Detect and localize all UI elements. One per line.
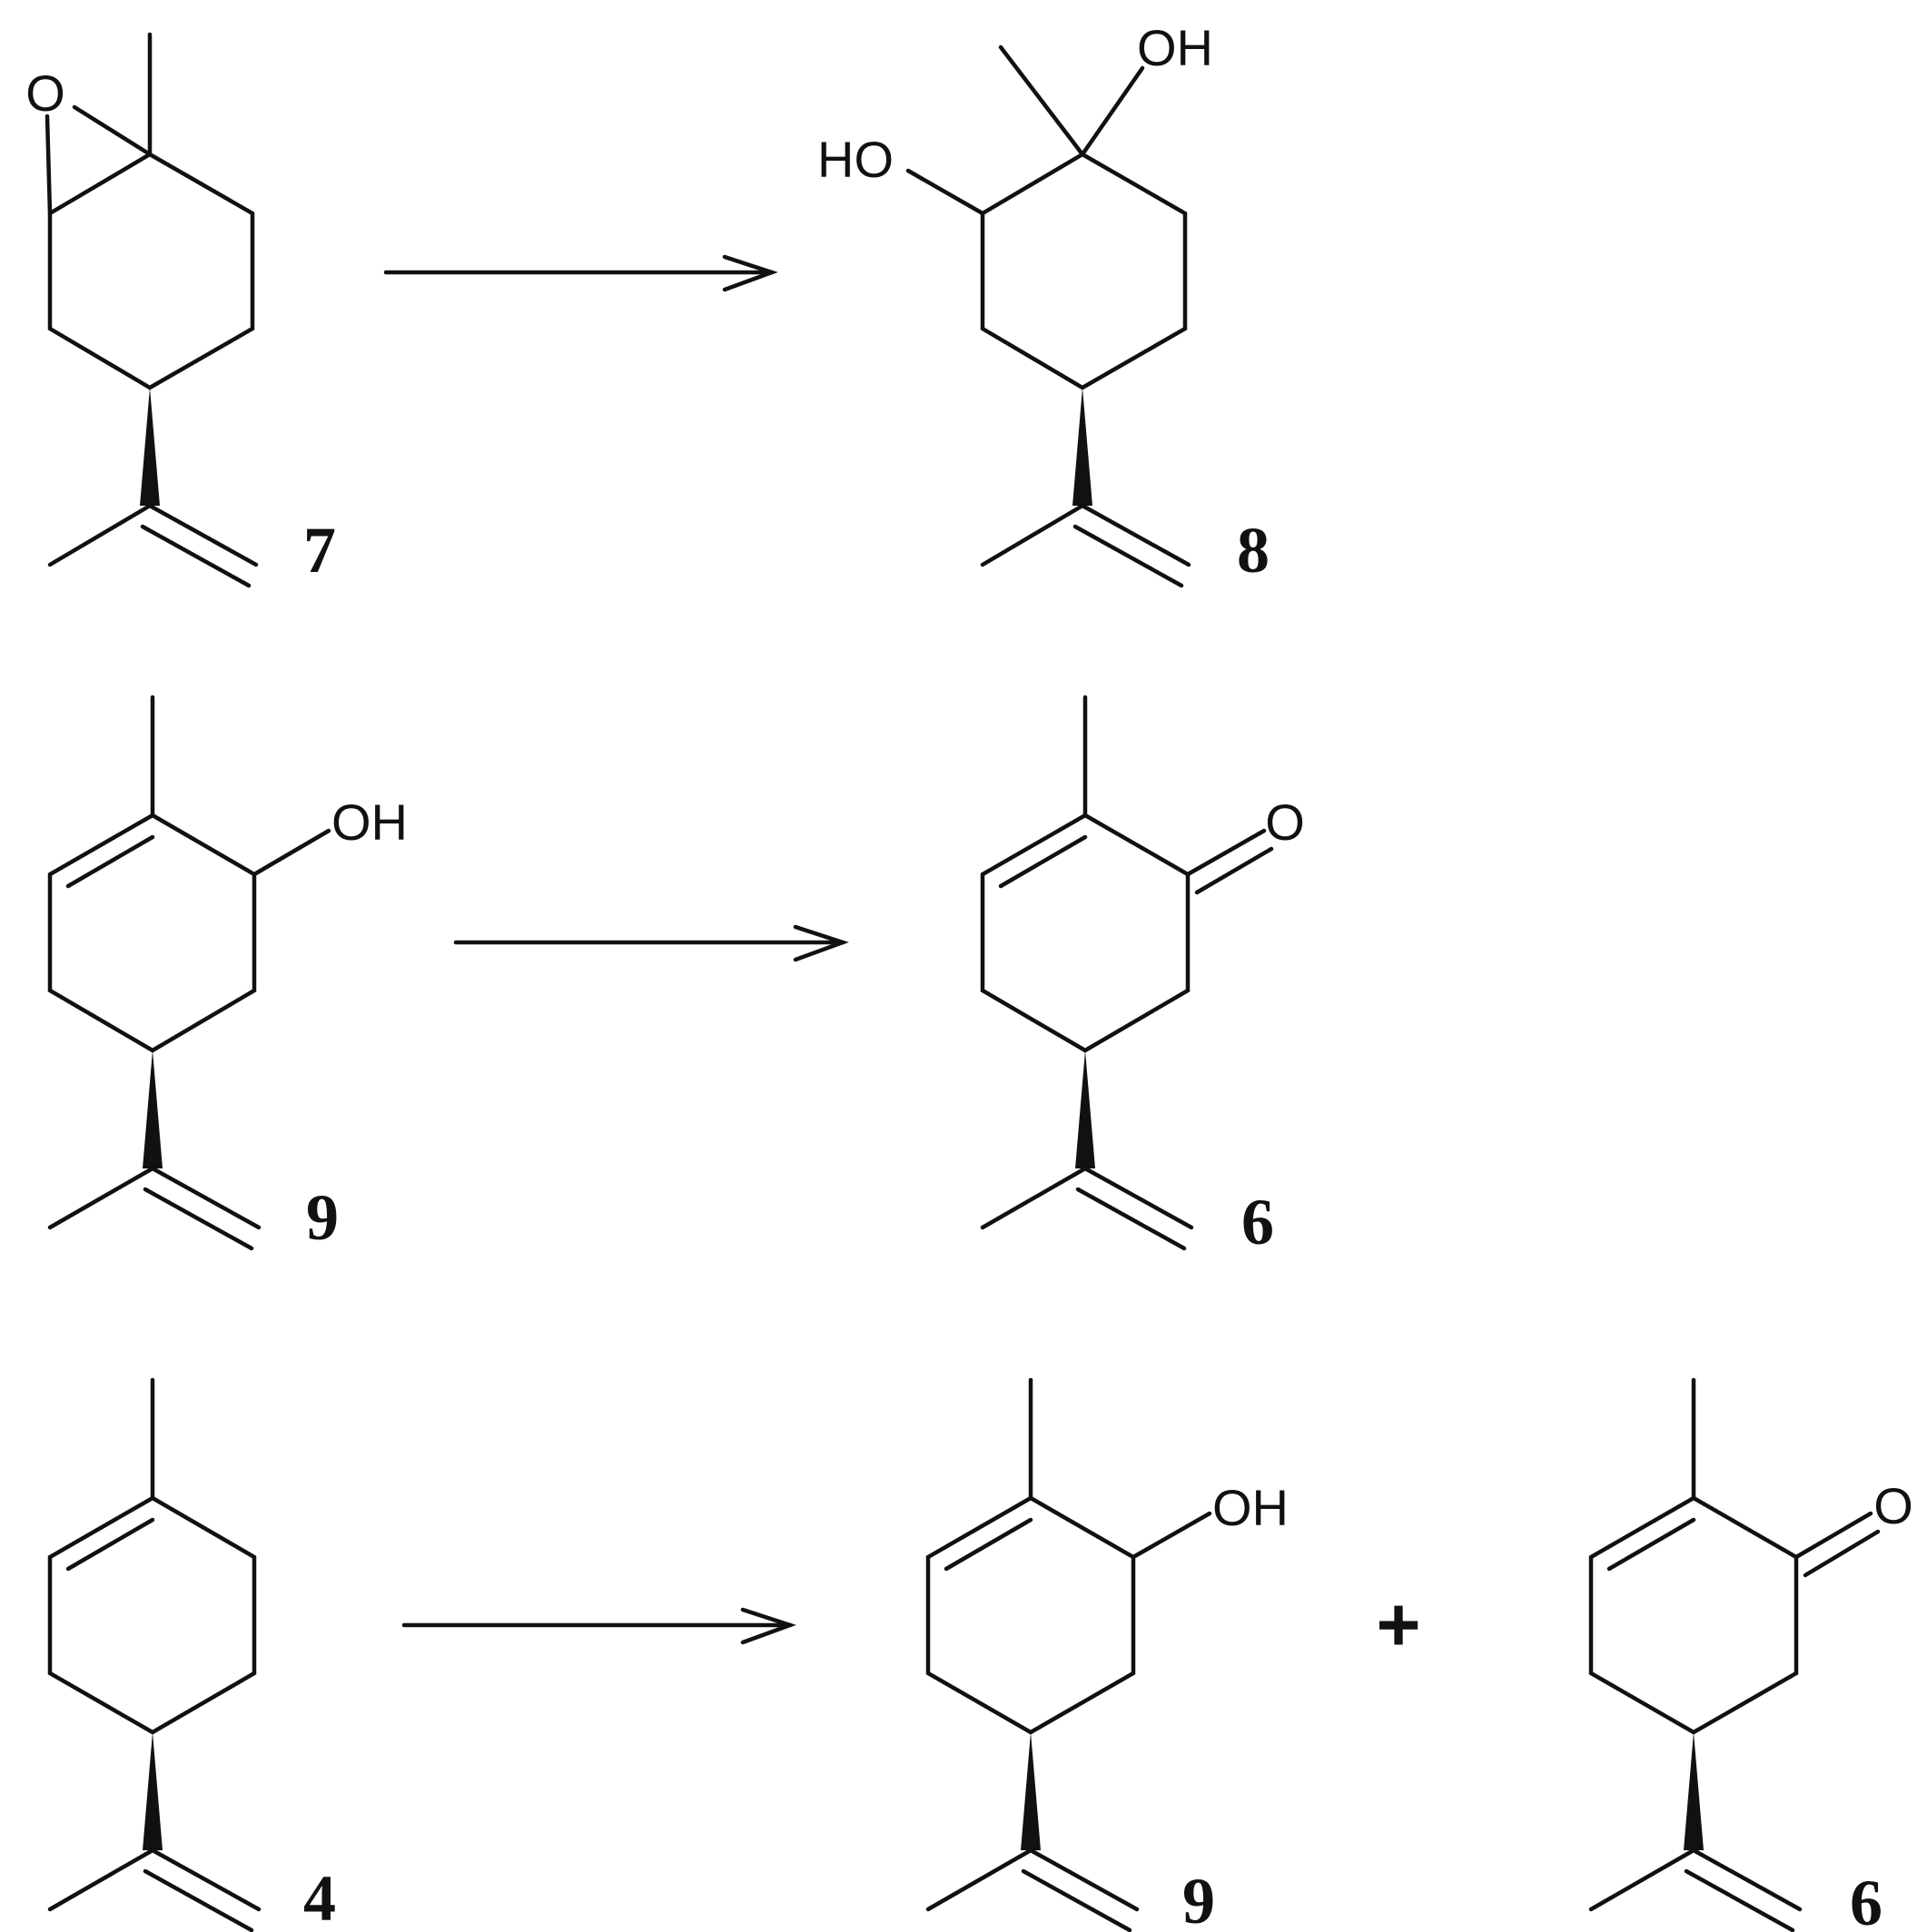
compound-id-label: 4	[303, 1862, 336, 1932]
compound-id-label: 7	[303, 514, 336, 586]
compound-9-reactant: OH 9	[47, 695, 408, 1254]
reaction-arrow-1	[383, 254, 778, 292]
plus-sign: +	[1376, 1582, 1420, 1667]
compound-8: OH HO 8	[817, 19, 1270, 588]
compound-id-label: 9	[306, 1181, 339, 1254]
hydroxyl-label-left: HO	[817, 131, 894, 188]
hydroxyl-label: OH	[331, 794, 408, 851]
reaction-arrow-3	[401, 1607, 796, 1645]
compound-id-label: 9	[1182, 1865, 1215, 1932]
compound-7: O 7	[25, 32, 336, 588]
hydroxyl-label-top: OH	[1137, 19, 1213, 76]
oxygen-atom-label: O	[25, 64, 65, 122]
oxygen-atom-label: O	[1265, 794, 1305, 851]
oxygen-atom-label: O	[1873, 1477, 1913, 1534]
hydroxyl-label: OH	[1212, 1479, 1289, 1536]
compound-id-label: 8	[1237, 514, 1270, 586]
compound-9-product: OH 9	[925, 1377, 1289, 1932]
compound-6-product: O 6	[980, 695, 1305, 1258]
compound-6-coproduct: O 6	[1588, 1377, 1913, 1932]
compound-id-label: 6	[1850, 1867, 1883, 1932]
compound-id-label: 6	[1241, 1186, 1274, 1258]
compound-4: 4	[47, 1377, 336, 1932]
reaction-arrow-2	[453, 924, 849, 962]
